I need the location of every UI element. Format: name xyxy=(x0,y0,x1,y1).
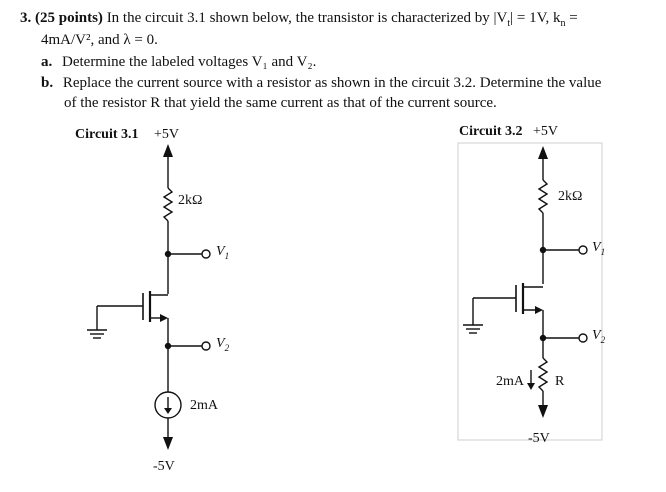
c1-neg-supply-arrow-icon xyxy=(163,437,173,450)
part-b-text: Replace the current source with a resist… xyxy=(62,75,602,91)
c1-supply-label: +5V xyxy=(154,127,180,142)
c2-v1-terminal xyxy=(578,245,588,255)
c1-neg-supply-label: -5V xyxy=(153,459,175,474)
circuit-3-1 xyxy=(87,144,211,450)
c1-v2-letter: V xyxy=(216,336,225,351)
problem-number: 3. xyxy=(20,10,32,26)
circuit-3-2 xyxy=(457,142,603,441)
c1-v2-sub: 2 xyxy=(224,342,230,353)
c1-current-arrow-icon xyxy=(164,408,172,414)
part-b-line-1: b. Replace the current source with a res… xyxy=(41,74,601,92)
part-b-letter: b. xyxy=(41,75,54,91)
c1-v1-sub: 1 xyxy=(224,250,230,261)
c1-v1-terminal xyxy=(201,249,211,259)
c2-current-label: 2mA xyxy=(496,374,524,389)
part-a: a. Determine the labeled voltages V₁ and… xyxy=(41,53,316,71)
c2-v1-letter: V xyxy=(592,240,601,255)
c1-v1-label: V1 xyxy=(216,244,229,261)
c2-neg-supply-label: -5V xyxy=(528,431,550,446)
problem-stem-part1: In the circuit 3.1 shown below, the tran… xyxy=(106,10,508,26)
c2-resistor-r xyxy=(537,357,549,392)
problem-stem-part2: | = 1V, k xyxy=(510,10,561,26)
c2-current-arrow-icon xyxy=(527,383,535,390)
c2-v2-label: V2 xyxy=(592,328,605,345)
part-a-text: Determine the labeled voltages V₁ and V₂… xyxy=(62,54,317,70)
kn-subscript: n xyxy=(560,18,566,29)
problem-stem-line-2: 4mA/V², and λ = 0. xyxy=(41,32,158,48)
c2-source-arrow-icon xyxy=(535,306,543,314)
c2-neg-supply-arrow-icon xyxy=(538,405,548,418)
c1-resistor-label: 2kΩ xyxy=(178,193,203,208)
c2-title: Circuit 3.2 xyxy=(459,124,523,139)
problem-stem-part3: = xyxy=(565,10,578,26)
c2-v1-sub: 1 xyxy=(600,246,606,257)
c2-v2-letter: V xyxy=(592,328,601,343)
c2-supply-arrow-icon xyxy=(538,146,548,159)
c1-v2-label: V2 xyxy=(216,336,229,353)
c2-supply-label: +5V xyxy=(533,124,559,139)
problem-line-1: 3. (25 points) In the circuit 3.1 shown … xyxy=(20,9,578,33)
problem-points: (25 points) xyxy=(35,10,103,26)
c1-supply-arrow-icon xyxy=(163,144,173,157)
part-b-line-2: of the resistor R that yield the same cu… xyxy=(64,95,497,111)
c2-resistor-r-label: R xyxy=(555,374,565,389)
c2-resistor-2k xyxy=(537,179,549,214)
c2-v1-label: V1 xyxy=(592,240,605,257)
c1-v2-terminal xyxy=(201,341,211,351)
c1-current-source-label: 2mA xyxy=(190,398,218,413)
c1-v1-letter: V xyxy=(216,244,225,259)
vt-subscript: t xyxy=(507,18,511,29)
c1-source-arrow-icon xyxy=(160,314,168,322)
c2-v2-terminal xyxy=(578,333,588,343)
c1-resistor-2k xyxy=(162,187,174,222)
c2-frame xyxy=(457,142,603,441)
c1-title: Circuit 3.1 xyxy=(75,127,139,142)
c2-resistor-label: 2kΩ xyxy=(558,189,583,204)
part-a-letter: a. xyxy=(41,54,53,70)
c2-v2-sub: 2 xyxy=(600,334,606,345)
